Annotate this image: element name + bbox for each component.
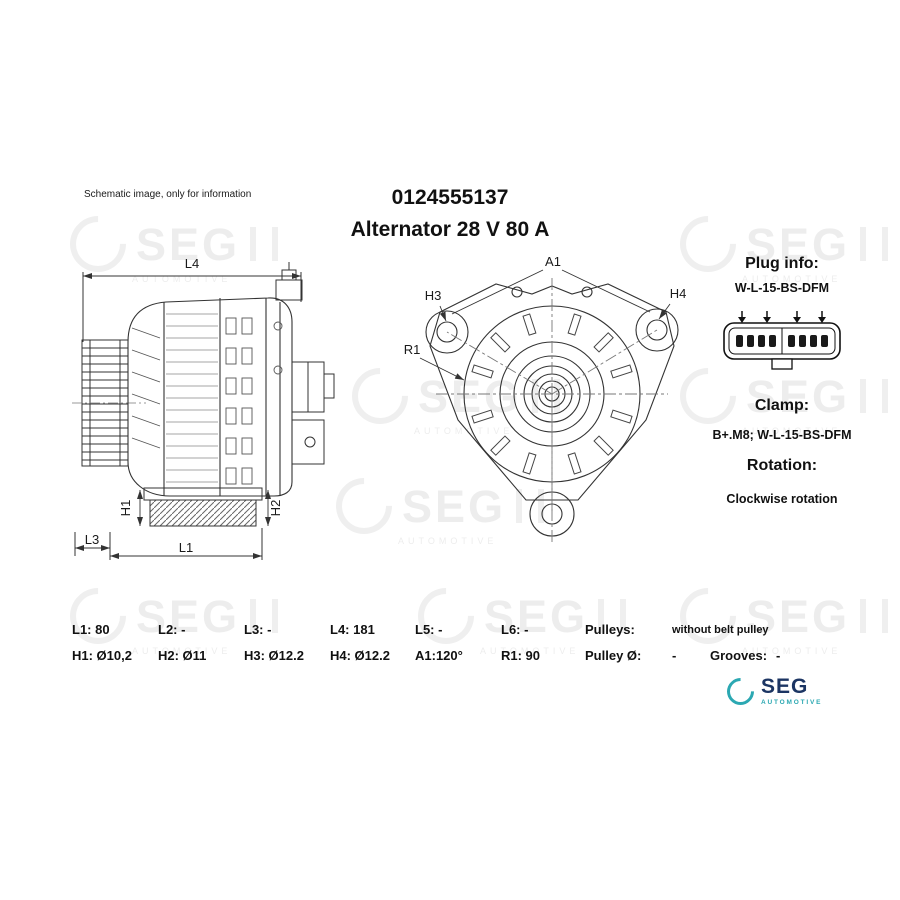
spec-grooves-value: - [776,648,781,663]
watermark: SEG AUTOMOTIVE [340,356,561,436]
watermark-subtext: AUTOMOTIVE [742,274,842,284]
watermark: SEG AUTOMOTIVE [668,576,889,656]
spec-grooves-label: Grooves: [710,648,768,663]
spec-h1: H1: Ø10,2 [72,648,132,663]
dim-label-a1: A1 [545,254,561,269]
watermark-text: SEG [746,218,851,270]
spec-pulley-diameter-value: - [672,648,677,663]
info-panel: Plug info: W-L-15-BS-DFM Clamp: B+.M8; W… [698,255,866,506]
spec-pulleys-value: without belt pulley [672,624,769,636]
watermark-subtext: AUTOMOTIVE [480,646,580,656]
dim-label-r1: R1 [404,342,421,357]
seg-logo: SEG AUTOMOTIVE [721,672,823,711]
spec-pulley-diameter-label: Pulley Ø: [585,648,642,663]
spec-l1: L1: 80 [72,622,110,637]
watermark-bars-icon [860,379,889,413]
watermark-subtext: AUTOMOTIVE [132,274,232,284]
watermark-bars-icon [532,379,561,413]
spec-h4: H4: Ø12.2 [330,648,390,663]
watermark-subtext: AUTOMOTIVE [132,646,232,656]
watermark-bars-icon [250,599,279,633]
part-number: 0124555137 [391,186,509,209]
rotation-value: Clockwise rotation [726,492,838,506]
watermark-bars-icon [516,489,545,523]
watermark-bars-icon [860,599,889,633]
spec-l4: L4: 181 [330,622,375,637]
product-title: Alternator 28 V 80 A [350,218,550,241]
spec-h3: H3: Ø12.2 [244,648,304,663]
watermark: SEG AUTOMOTIVE [406,576,627,656]
spec-row-2: H1: Ø10,2 H2: Ø11 H3: Ø12.2 H4: Ø12.2 A1… [72,648,882,674]
clamp-value: B+.M8; W-L-15-BS-DFM [712,428,852,442]
watermark-text: SEG [484,590,589,642]
watermark-text: SEG [746,590,851,642]
dim-label-h2: H2 [268,500,283,517]
rotation-heading: Rotation: [746,457,818,474]
watermark-subtext: AUTOMOTIVE [398,536,498,546]
side-view-drawing: L4 [72,256,335,560]
spec-a1: A1:120° [415,648,463,663]
plug-info-value: W-L-15-BS-DFM [734,281,830,295]
dim-label-h4: H4 [670,286,687,301]
watermark-text: SEG [136,218,241,270]
seg-logo-text: SEG [761,675,809,698]
dim-label-l4: L4 [185,256,199,271]
spec-table: L1: 80 L2: - L3: - L4: 181 L5: - L6: - P… [72,622,882,674]
watermark-bars-icon [250,227,279,261]
spec-r1: R1: 90 [501,648,541,663]
watermark-subtext: AUTOMOTIVE [742,646,842,656]
spec-l2: L2: - [158,622,186,637]
spec-h2: H2: Ø11 [158,648,207,663]
connector-drawing [723,311,841,370]
spec-row-1: L1: 80 L2: - L3: - L4: 181 L5: - L6: - P… [72,622,882,648]
watermark-subtext: AUTOMOTIVE [414,426,514,436]
spec-l5: L5: - [415,622,443,637]
dim-label-l1: L1 [179,540,193,555]
dim-label-l3: L3 [85,532,99,547]
seg-logo-ring-icon [721,672,760,711]
watermark: SEG AUTOMOTIVE [324,466,545,546]
plug-info-heading: Plug info: [745,255,819,272]
watermark-subtext: AUTOMOTIVE [742,426,842,436]
watermark-text: SEG [746,370,851,422]
seg-logo-subtext: AUTOMOTIVE [761,699,823,706]
clamp-heading: Clamp: [754,397,810,414]
watermark: SEG AUTOMOTIVE [668,204,889,284]
spec-l3: L3: - [244,622,272,637]
dim-label-h3: H3 [425,288,442,303]
watermark-text: SEG [418,370,523,422]
watermark-text: SEG [402,480,507,532]
watermark: SEG AUTOMOTIVE [668,356,889,436]
watermark-ring-icon [324,466,404,546]
watermark-text: SEG [136,590,241,642]
watermark-bars-icon [860,227,889,261]
watermark-bars-icon [598,599,627,633]
spec-l6: L6: - [501,622,529,637]
front-view-drawing: A1 H3 H4 R1 [404,254,687,544]
dim-label-h1: H1 [118,500,133,517]
spec-pulleys-label: Pulleys: [585,622,635,637]
watermark: SEG AUTOMOTIVE [58,204,279,284]
watermark: SEG AUTOMOTIVE [58,576,279,656]
disclaimer-text: Schematic image, only for information [84,189,252,200]
